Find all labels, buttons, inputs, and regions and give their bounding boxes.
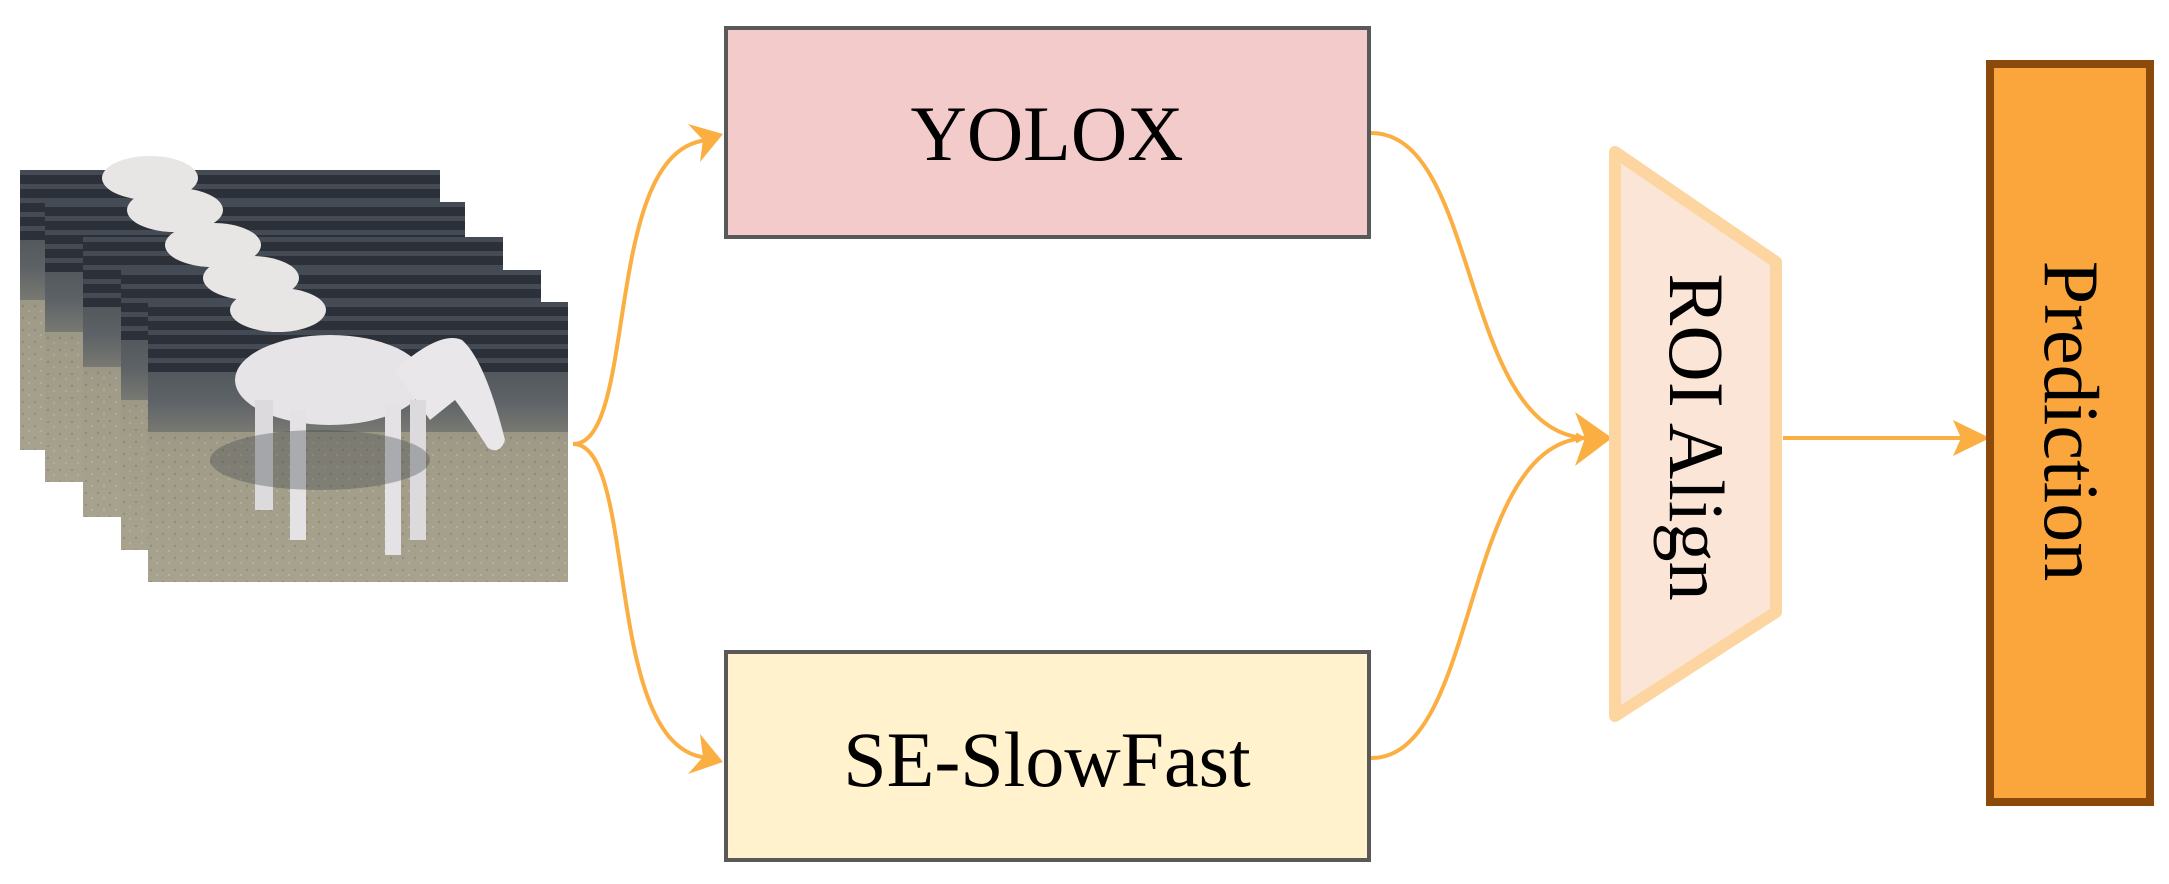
front-frame [148, 288, 568, 582]
yolox-label: YOLOX [911, 90, 1184, 177]
arrow-to-yolox [572, 135, 713, 446]
arrowhead-roi-input [1575, 412, 1612, 466]
yolox-node: YOLOX [724, 26, 1371, 239]
se-slowfast-node: SE-SlowFast [724, 650, 1371, 862]
roi-align-label: ROI Align [1653, 273, 1740, 600]
input-frames-icon [20, 156, 568, 582]
arrow-to-se-slowfast [572, 442, 713, 763]
arrowhead-slowfast-input [688, 734, 723, 774]
prediction-node: Prediction [1986, 60, 2154, 806]
roi-align-node: ROI Align [1609, 146, 1782, 722]
arrow-yolox-to-roi [1370, 131, 1586, 443]
horse-icon [210, 335, 505, 555]
arrowhead-yolox-input [688, 124, 723, 162]
prediction-label: Prediction [2028, 261, 2115, 582]
arrow-se-slowfast-to-roi [1370, 433, 1586, 760]
se-slowfast-label: SE-SlowFast [843, 716, 1251, 803]
arrowhead-prediction-input [1953, 420, 1990, 456]
arrows [572, 131, 1986, 763]
